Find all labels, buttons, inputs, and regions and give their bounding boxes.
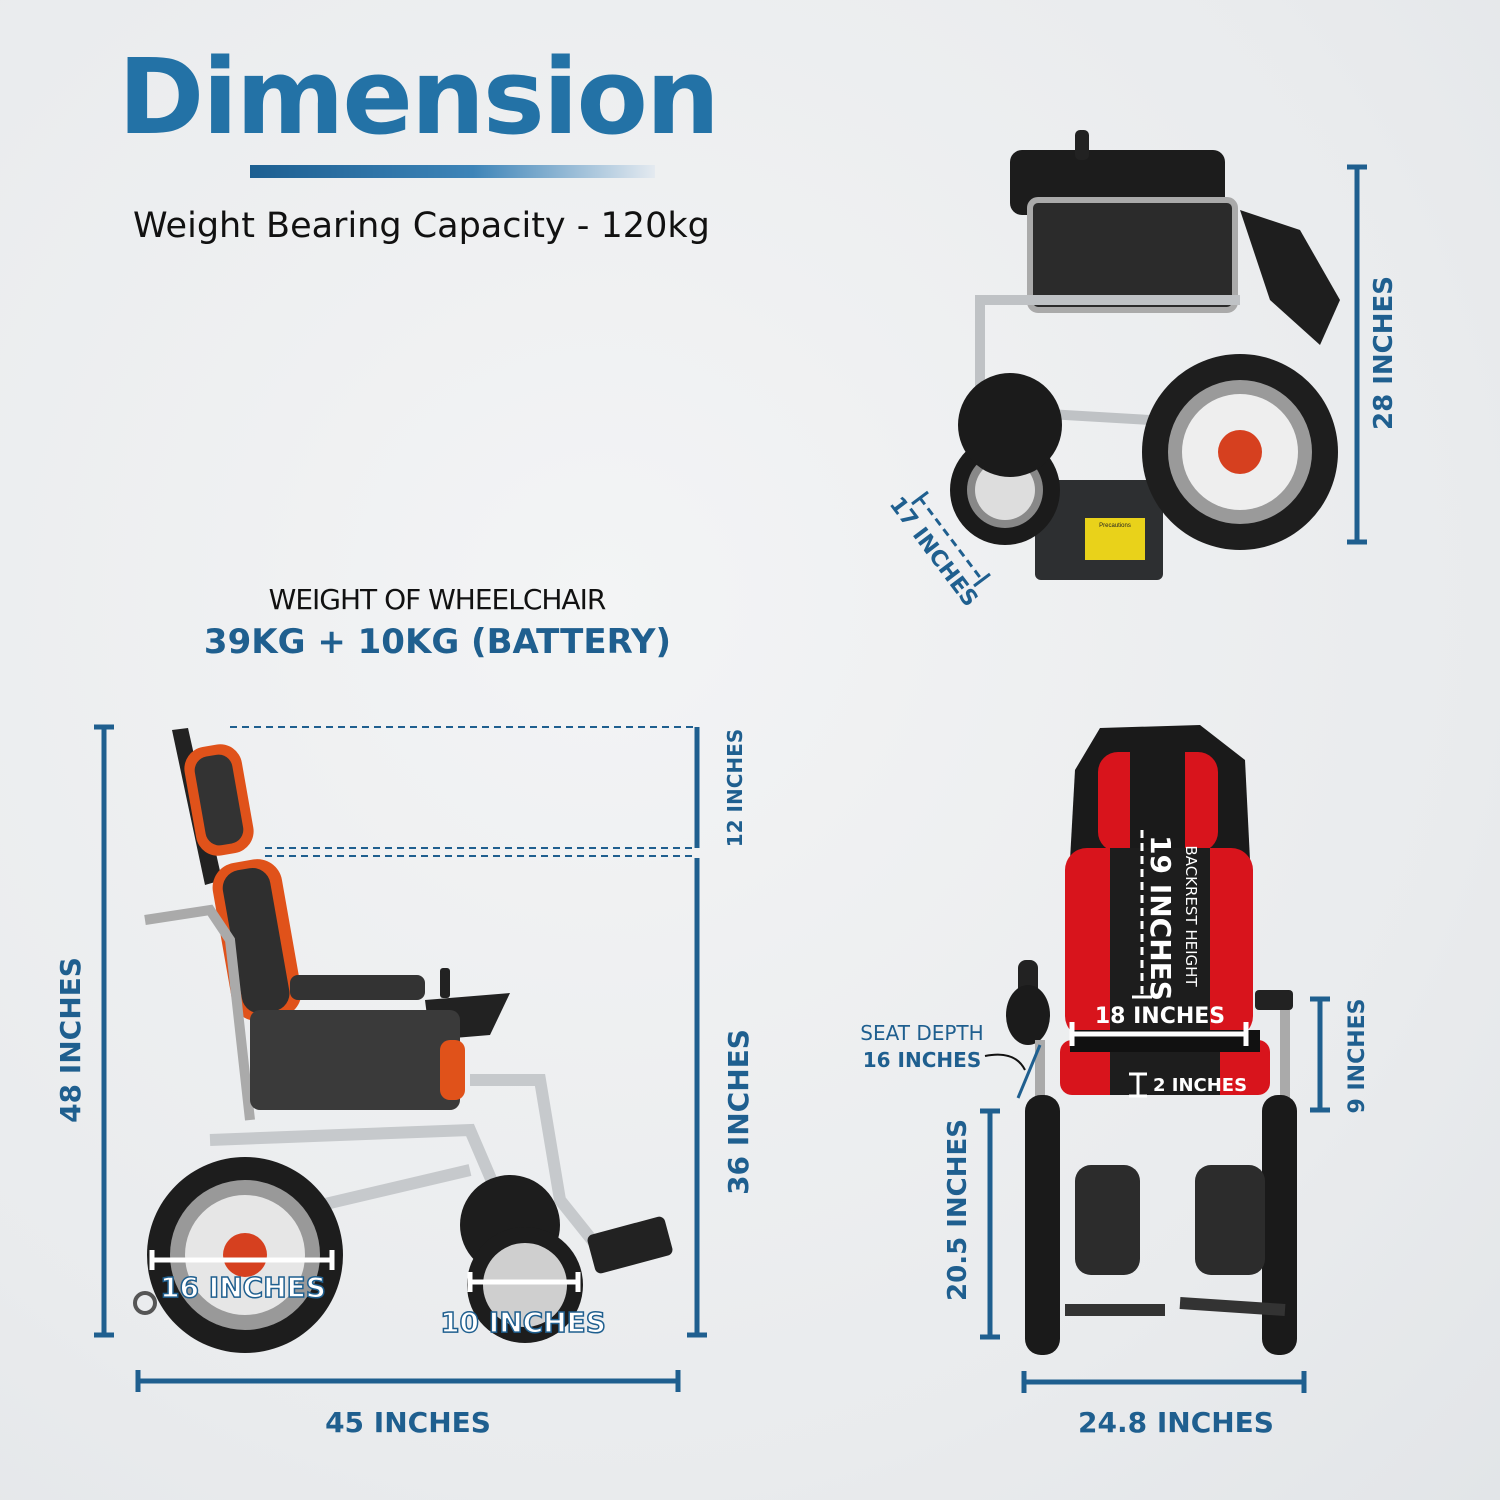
total-width-label: 24.8 INCHES <box>1078 1406 1274 1439</box>
seat-back-height-label: 36 INCHES <box>722 1029 755 1195</box>
length-label: 45 INCHES <box>325 1406 491 1439</box>
weight-label: WEIGHT OF WHEELCHAIR <box>268 583 607 616</box>
front-wheelchair <box>1006 725 1297 1355</box>
folded-height-dimension <box>1347 164 1367 545</box>
wheel-dimension-bars <box>149 1250 581 1292</box>
seat-width-label: 18 INCHES <box>1095 1004 1225 1029</box>
weight-capacity: Weight Bearing Capacity - 120kg <box>133 206 710 246</box>
front-dimensions <box>980 996 1330 1393</box>
battery-label-text: Precautions <box>1099 523 1131 529</box>
page-title: Dimension <box>118 36 720 158</box>
backrest-height-label: BACKREST HEIGHT <box>1182 845 1200 987</box>
rear-wheel-label: 16 INCHES <box>160 1271 326 1304</box>
seat-depth-value: 16 INCHES <box>863 1048 981 1072</box>
weight-value: 39KG + 10KG (BATTERY) <box>203 622 672 662</box>
seat-depth-label: SEAT DEPTH <box>860 1021 983 1045</box>
backrest-height-value: 19 INCHES <box>1144 835 1177 1001</box>
folded-width-dimension <box>911 490 991 588</box>
title-underline <box>250 165 655 178</box>
headrest-extension-label: 12 INCHES <box>723 729 747 847</box>
total-height-label: 48 INCHES <box>54 957 87 1123</box>
seat-depth-arrow <box>984 1053 1026 1071</box>
seat-height-label: 20.5 INCHES <box>943 1119 973 1301</box>
front-dimension-white <box>1069 830 1249 1098</box>
folded-height-label: 28 INCHES <box>1369 276 1399 430</box>
armrest-height-label: 9 INCHES <box>1345 999 1370 1114</box>
cushion-label: 2 INCHES <box>1153 1075 1247 1096</box>
front-wheel-label: 10 INCHES <box>440 1306 606 1339</box>
folded-wheelchair: Precautions <box>950 130 1340 580</box>
side-dimensions <box>94 724 707 1392</box>
battery-label-sticker <box>1085 518 1145 560</box>
side-wheelchair <box>133 728 673 1353</box>
